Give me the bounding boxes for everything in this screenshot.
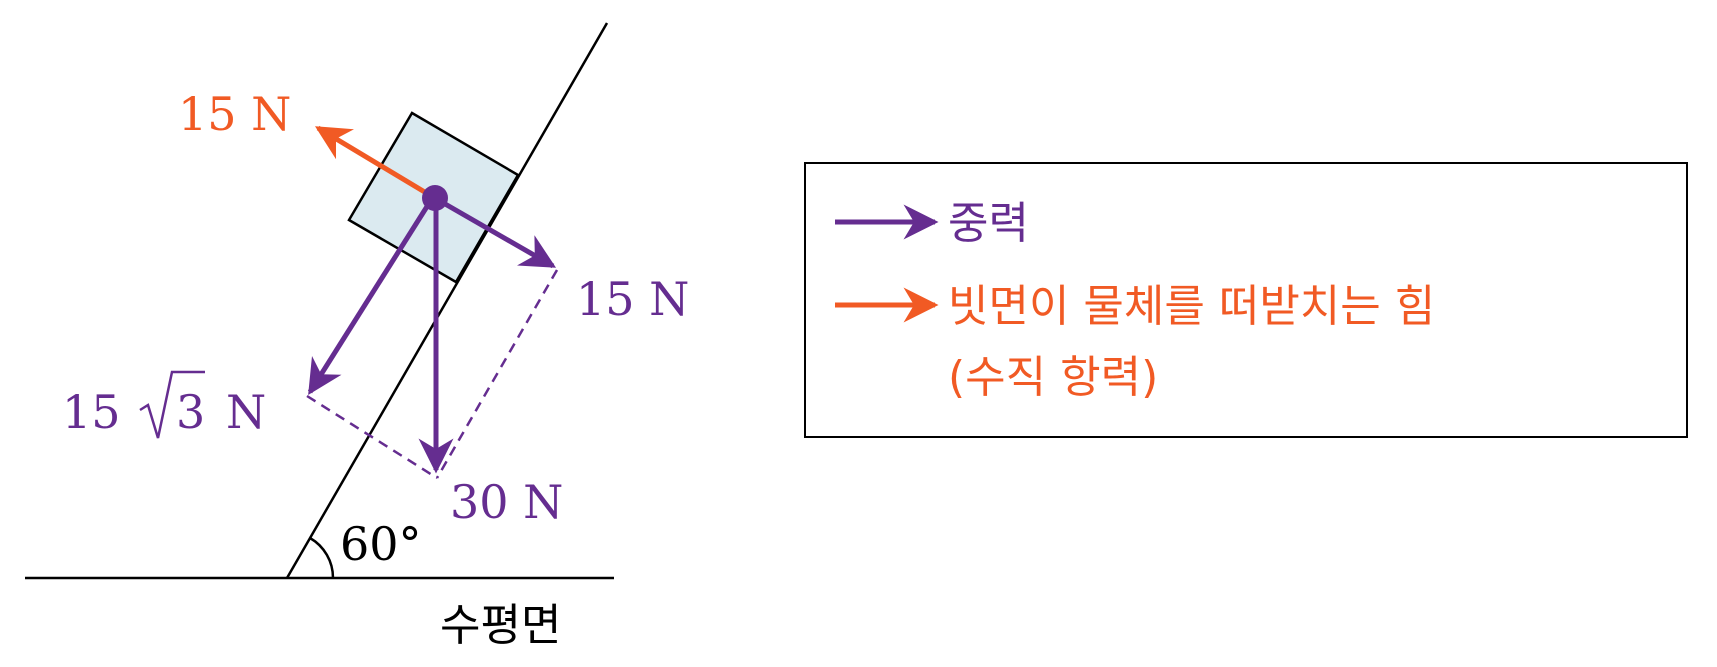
incline-line [285, 22, 609, 579]
normal-force-label: 15 N [178, 87, 291, 141]
legend-box [804, 162, 1688, 438]
angle-arc [309, 536, 335, 579]
angle-label: 60° [340, 517, 422, 571]
horizontal-surface-label: 수평면 [440, 600, 561, 651]
dashed-guide-left [306, 394, 438, 480]
parallel-component-label: 15 N [576, 272, 689, 326]
sqrt-symbol [139, 370, 205, 439]
perp-unit: N [226, 385, 266, 439]
legend-normal-label: 빗면이 물체를 떠받치는 힘 [948, 281, 1435, 332]
normal-force-arrow [314, 125, 435, 200]
center-of-mass-dot [422, 185, 448, 211]
legend-gravity-label: 중력 [948, 198, 1029, 249]
perp-root: 3 [176, 385, 205, 439]
legend-normal-label-line2: (수직 항력) [948, 352, 1158, 403]
perpendicular-component-arrow [307, 195, 436, 395]
perpendicular-component-label: 15 3 N [62, 370, 266, 439]
parallel-component-arrow [431, 194, 557, 269]
perp-coef: 15 [62, 385, 121, 439]
legend: 중력 빗면이 물체를 떠받치는 힘 (수직 항력) [804, 162, 1688, 438]
dashed-guide-right [435, 269, 559, 479]
gravity-label: 30 N [450, 475, 563, 529]
